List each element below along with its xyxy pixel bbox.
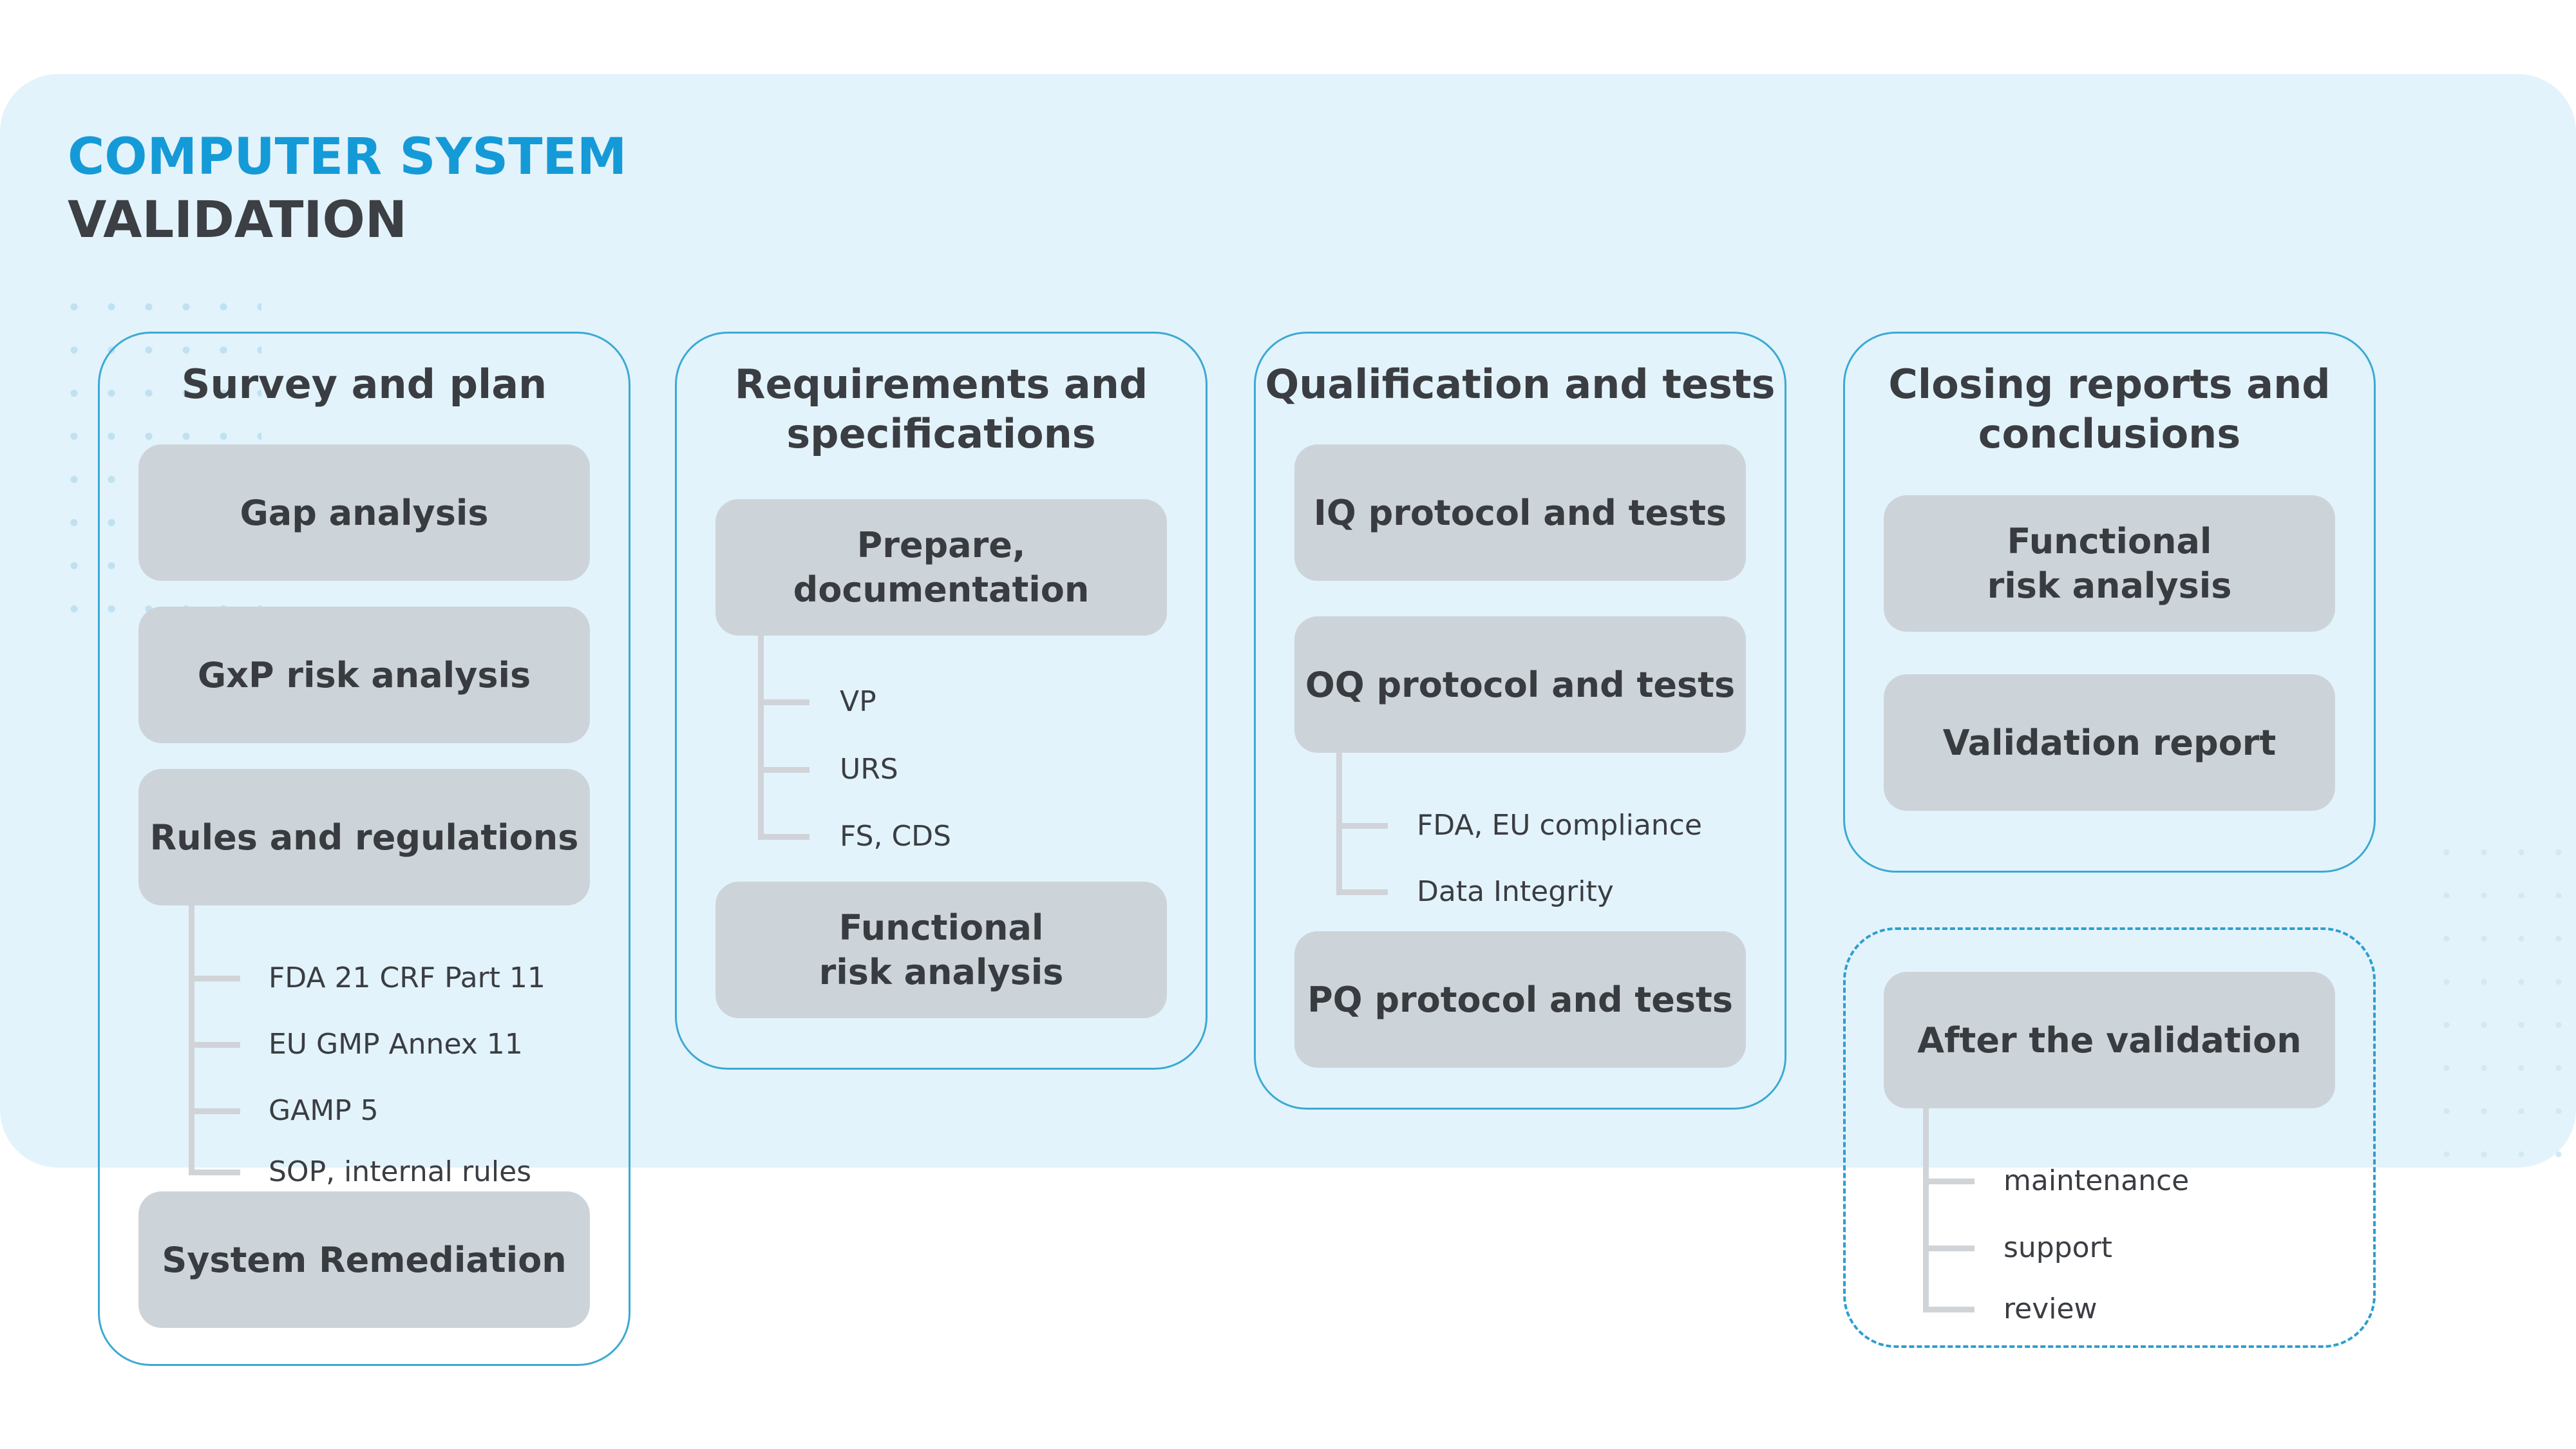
column-qualification-and-tests-heading: Qualification and tests [1265,361,1776,408]
after-validation-tree-line [1923,1108,1929,1312]
column-survey-and-plan-heading: Survey and plan [181,361,547,408]
step-card-oq-protocol-and-tests-tree-branch [1336,823,1388,829]
after-validation-tree-branch [1923,1179,1975,1184]
after-validation-tree-branch [1923,1245,1975,1251]
sub-item-gamp-5: GAMP 5 [269,1094,379,1127]
step-card-rules-and-regulations-tree-branch [189,1108,240,1114]
sub-item-support: support [2003,1231,2112,1264]
step-card-rules-and-regulations[interactable]: Rules and regulations [138,769,590,905]
step-card-prepare-documentation-tree-branch [758,834,810,840]
step-card-prepare-documentation-tree-line [758,636,764,839]
step-card-pq-protocol-and-tests[interactable]: PQ protocol and tests [1294,931,1746,1068]
sub-item-sop-internal-rules: SOP, internal rules [269,1155,532,1188]
sub-item-fs-cds: FS, CDS [840,820,951,853]
title-line-2: VALIDATION [68,191,408,249]
step-card-rules-and-regulations-tree-line [189,905,194,1175]
step-card-rules-and-regulations-tree-branch [189,1170,240,1175]
after-validation-group [1843,927,2376,1348]
step-card-oq-protocol-and-tests-tree-branch [1336,889,1388,895]
step-card-iq-protocol-and-tests[interactable]: IQ protocol and tests [1294,444,1746,581]
sub-item-urs: URS [840,753,898,786]
sub-item-maintenance: maintenance [2003,1164,2190,1197]
step-card-system-remediation[interactable]: System Remediation [138,1191,590,1328]
column-requirements-and: Requirements and specifications [675,332,1208,1070]
sub-item-data-integrity: Data Integrity [1417,875,1614,908]
sub-item-fda-21-crf-part-11: FDA 21 CRF Part 11 [269,961,545,994]
decorative-dot-grid-right [2428,831,2563,1166]
step-card-prepare-documentation[interactable]: Prepare, documentation [715,499,1167,636]
column-closing-reports-and: Closing reports and conclusions [1843,332,2376,873]
column-qualification-and-tests: Qualification and tests [1254,332,1786,1110]
step-card-functional-risk-analysis[interactable]: Functional risk analysis [715,882,1167,1018]
sub-item-review: review [2003,1293,2098,1325]
sub-item-eu-gmp-annex-11: EU GMP Annex 11 [269,1028,523,1061]
column-survey-and-plan: Survey and plan [98,332,630,1366]
sub-item-fda-eu-compliance: FDA, EU compliance [1417,809,1702,842]
step-card-gap-analysis[interactable]: Gap analysis [138,444,590,581]
after-validation-tree-branch [1923,1307,1975,1312]
title-line-1: COMPUTER SYSTEM [68,128,627,186]
step-card-validation-report[interactable]: Validation report [1884,674,2335,811]
column-closing-reports-and-heading: Closing reports and conclusions [1888,361,2331,457]
step-card-prepare-documentation-tree-branch [758,767,810,773]
step-card-functional-risk-analysis[interactable]: Functional risk analysis [1884,495,2335,632]
step-card-after-the-validation[interactable]: After the validation [1884,972,2335,1108]
sub-item-vp: VP [840,685,876,718]
step-card-rules-and-regulations-tree-branch [189,1042,240,1048]
step-card-prepare-documentation-tree-branch [758,699,810,705]
step-card-rules-and-regulations-tree-branch [189,976,240,981]
step-card-gxp-risk-analysis[interactable]: GxP risk analysis [138,607,590,743]
column-requirements-and-heading: Requirements and specifications [734,361,1148,457]
step-card-oq-protocol-and-tests[interactable]: OQ protocol and tests [1294,616,1746,753]
